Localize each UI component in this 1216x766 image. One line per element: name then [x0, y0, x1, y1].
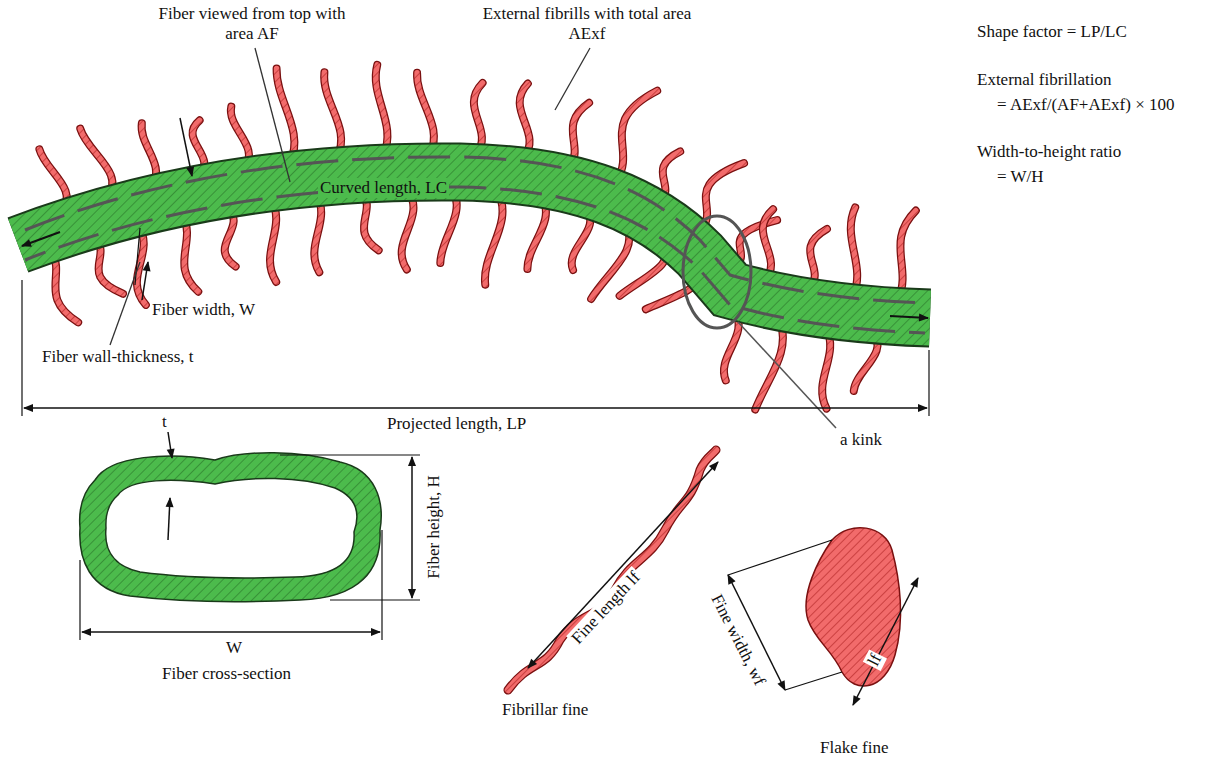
fibril-outline — [417, 73, 434, 154]
fibril — [270, 201, 276, 282]
fibril-outline — [822, 328, 830, 409]
figure-label: Fiber width, W — [150, 300, 257, 320]
figure-label: External fibrills with total area AExf — [470, 4, 704, 44]
fibril-outline — [277, 69, 295, 163]
figure-label: Fine length lf — [566, 566, 646, 650]
fibril-outline — [485, 192, 503, 285]
figure-label: Fiber cross-section — [160, 664, 293, 684]
figure-label: = W/H — [995, 167, 1046, 187]
figure-label: Fibrillar fine — [500, 700, 590, 720]
fibril-outline — [899, 211, 916, 299]
fibril — [402, 190, 414, 269]
fibril — [485, 192, 503, 285]
fibril — [851, 207, 857, 294]
figure-label: Projected length, LP — [385, 414, 528, 434]
fibril — [822, 328, 830, 409]
fibril — [183, 216, 198, 292]
figure-label: Fiber wall-thickness, t — [40, 347, 196, 367]
fibril-outline — [376, 65, 388, 155]
figure-label: Shape factor = LP/LC — [975, 22, 1129, 42]
fibril — [755, 320, 783, 409]
figure-label: = AExf/(AF+AExf) × 100 — [995, 95, 1177, 115]
figure-label: Fiber height, H — [424, 473, 444, 580]
fibril-outline — [617, 91, 657, 181]
figure-label: External fibrillation — [975, 70, 1114, 90]
fibril — [324, 72, 341, 158]
figure-label: Curved length, LC — [318, 178, 449, 198]
figure-label: a kink — [838, 430, 884, 450]
figure-label: Fiber viewed from top with area AF — [150, 4, 354, 44]
fibril — [277, 69, 295, 163]
figure-label: Flake fine — [818, 738, 890, 758]
figure-label: W — [224, 638, 244, 658]
figure-label: t — [160, 412, 169, 432]
fibril — [617, 91, 657, 181]
fibril-outline — [700, 163, 744, 231]
fibril-outline — [851, 207, 857, 294]
fibril — [376, 65, 388, 155]
figure-label: Width-to-height ratio — [975, 142, 1123, 162]
fibril-outline — [324, 72, 341, 158]
fibril-outline — [270, 201, 276, 282]
fibril-outline — [755, 320, 783, 409]
fibril — [899, 211, 916, 299]
fibril-outline — [402, 190, 414, 269]
fibril-outline — [183, 216, 198, 292]
fibril — [700, 163, 744, 231]
fibril — [417, 73, 434, 154]
